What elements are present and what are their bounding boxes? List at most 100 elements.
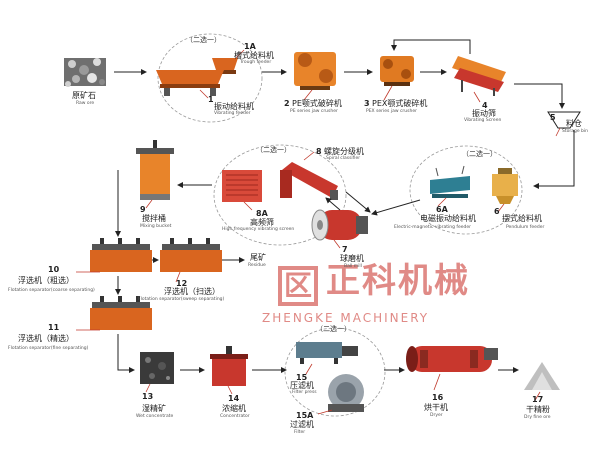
pex-crusher-num: 3	[364, 99, 370, 108]
filter-press-en: Filter press	[292, 390, 317, 395]
classifier-choice-circle	[213, 144, 347, 246]
spiral-classifier-num: 8	[316, 147, 322, 156]
filter-en: Filter	[294, 430, 306, 435]
sweep-flotation-num: 12	[176, 279, 188, 288]
wet-concentrate-label: 湿精矿	[142, 404, 166, 413]
spiral-classifier-label: 螺旋分级机	[324, 147, 364, 156]
pendulum-feeder-image	[492, 168, 518, 204]
em-feeder-en: Electric-magnetic vibrating feeder	[394, 225, 471, 230]
filter-image	[328, 374, 364, 412]
fine-flotation-image	[90, 296, 152, 330]
fine-flotation-label: 浮选机（精选）	[18, 334, 74, 343]
rough-flotation-en: Flotation separator(coarse separating)	[8, 288, 95, 293]
residue-en: Residue	[248, 263, 266, 268]
watermark-brand-en: ZHENGKE MACHINERY	[262, 311, 430, 325]
em-feeder-num: 6A	[436, 205, 448, 214]
right-choice-label: （二选一）	[462, 150, 497, 158]
filter-press-label: 压滤机	[290, 381, 314, 390]
pendulum-feeder-num: 6	[494, 207, 500, 216]
em-feeder-image	[430, 165, 470, 198]
wet-concentrate-image	[140, 352, 174, 384]
filter-press-image	[296, 342, 358, 364]
pe-crusher-num: 2	[284, 99, 290, 108]
ball-mill-num: 7	[342, 245, 348, 254]
dryer-label: 烘干机	[424, 403, 448, 412]
watermark-logo: 区	[278, 266, 318, 306]
rough-flotation-image	[90, 238, 152, 272]
trough-feeder-label: 槽式给料机	[234, 51, 274, 60]
pendulum-feeder-label: 摆式给料机	[502, 214, 542, 223]
wet-concentrate-en: Wet concentrate	[136, 414, 174, 419]
trough-feeder-image	[212, 58, 238, 74]
trough-feeder-num: 1A	[244, 42, 256, 51]
vibrating-screen-en: Vibrating Screen	[464, 118, 502, 123]
mid-choice-label: （二选一）	[256, 146, 291, 154]
feeder2-choice-circle	[409, 145, 523, 235]
leader-lines	[76, 49, 561, 415]
fine-flotation-en: Flotation separator(fine separating)	[8, 346, 89, 351]
vibrating-screen-label: 振动筛	[472, 109, 496, 118]
feeder-choice-circle	[157, 33, 263, 123]
sweep-flotation-image	[160, 238, 222, 272]
dryer-num: 16	[432, 393, 444, 402]
storage-bin-image	[547, 111, 581, 129]
pe-crusher-label: PE颚式破碎机	[292, 99, 342, 108]
concentrator-image	[210, 346, 248, 386]
watermark-logo-glyph: 区	[283, 269, 312, 302]
filter-press-num: 15	[296, 373, 308, 382]
raw-ore-label: 原矿石	[72, 91, 96, 100]
wet-concentrate-num: 13	[142, 392, 154, 401]
vibrating-feeder-label: 振动给料机	[214, 102, 254, 111]
trough-feeder-en: Trough feeder	[240, 60, 272, 65]
watermark: 区 正科机械 ZHENGKE MACHINERY	[262, 256, 502, 326]
hf-screen-image	[222, 170, 262, 202]
mixing-bucket-num: 9	[140, 205, 146, 214]
pex-crusher-en: PEX series jaw crusher	[366, 109, 417, 114]
rough-flotation-label: 浮选机（粗选）	[18, 276, 74, 285]
concentrator-en: Concentrator	[220, 414, 250, 419]
dryer-en: Dryer	[430, 413, 443, 418]
sweep-flotation-label: 浮选机（扫选）	[164, 287, 220, 296]
pex-crusher-image	[380, 56, 414, 86]
mixing-bucket-image	[136, 140, 174, 200]
hf-screen-label: 高频筛	[250, 218, 274, 227]
pex-crusher-label: PEX颚式破碎机	[372, 99, 428, 108]
residue-label: 尾矿	[250, 253, 266, 262]
vibrating-feeder-image	[156, 70, 224, 96]
feeder-choice-label: （二选一）	[186, 36, 221, 44]
dryer-image	[406, 346, 498, 372]
raw-ore-image	[64, 58, 106, 87]
spiral-classifier-en: Spiral classifier	[326, 156, 361, 161]
storage-bin-en: Storage bin	[562, 129, 588, 134]
pe-crusher-en: PE series jaw crusher	[290, 109, 338, 114]
vibrating-feeder-en: Vibrating feeder	[214, 111, 251, 116]
vibrating-screen-num: 4	[482, 101, 488, 110]
vibrating-screen-image	[452, 56, 506, 96]
storage-bin-num: 5	[550, 113, 556, 122]
storage-bin-label: 料仓	[566, 119, 582, 128]
dry-fine-ore-en: Dry fine ore	[524, 415, 551, 420]
pe-crusher-image	[294, 52, 336, 90]
hf-screen-num: 8A	[256, 209, 268, 218]
spiral-classifier-image	[280, 162, 338, 200]
concentrator-num: 14	[228, 394, 240, 403]
filter-num: 15A	[296, 411, 314, 420]
vibrating-feeder-num: 1	[208, 95, 214, 104]
em-feeder-label: 电磁振动给料机	[420, 214, 476, 223]
fine-flotation-num: 11	[48, 323, 60, 332]
mixing-bucket-en: Mixing bucket	[140, 224, 172, 229]
raw-ore-en: Raw ore	[76, 101, 95, 106]
ball-mill-en: Ball mill	[344, 264, 362, 269]
dry-fine-ore-num: 17	[532, 395, 544, 404]
dry-fine-ore-image	[524, 362, 560, 390]
watermark-brand-cn: 正科机械	[326, 261, 470, 301]
ball-mill-label: 球磨机	[340, 254, 364, 263]
filter-label: 过滤机	[290, 420, 314, 429]
filter-choice-label: （二选一）	[316, 325, 351, 333]
rough-flotation-num: 10	[48, 265, 60, 274]
ball-mill-image	[311, 209, 368, 241]
concentrator-label: 浓缩机	[222, 404, 246, 413]
sweep-flotation-en: Flotation separator(sweep separating)	[138, 297, 225, 302]
pendulum-feeder-en: Pendulum feeder	[506, 225, 545, 230]
